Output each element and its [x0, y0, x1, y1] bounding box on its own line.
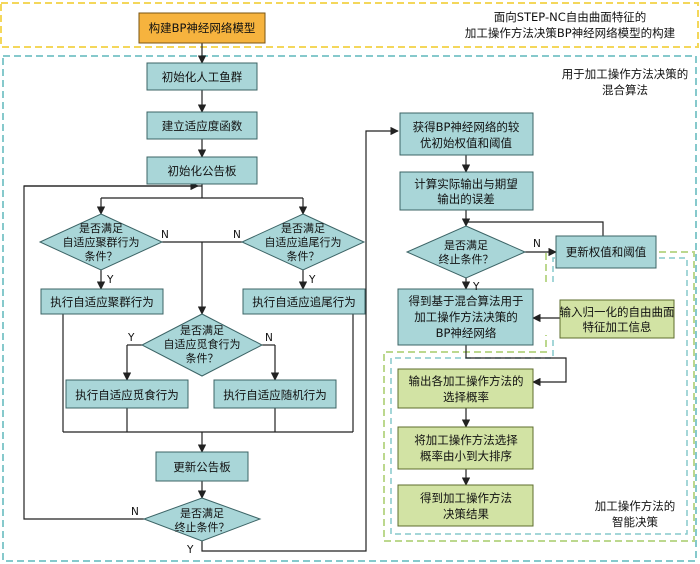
get-network-line-1: 得到基于混合算法用于	[409, 294, 524, 308]
right-stop-condition-diamond	[405, 225, 527, 279]
get-weights-line-2: 优初始权值和阈值	[420, 136, 512, 150]
result-line-1: 得到加工操作方法	[420, 491, 512, 505]
fitness-box	[146, 111, 258, 140]
swarm-condition-diamond	[38, 213, 164, 271]
follow-condition-line-2: 自适应追尾行为	[265, 235, 342, 249]
left-stop-condition-diamond	[142, 497, 262, 542]
swarm-no-label: N	[161, 229, 169, 241]
title-caption-line-2: 加工操作方法决策BP神经网络模型的构建	[465, 26, 676, 40]
right-stop-yes-label: Y	[472, 281, 480, 293]
hybrid-caption-line-2: 混合算法	[602, 83, 648, 97]
get-network-box	[397, 288, 534, 346]
follow-condition-line-3: 条件？	[287, 249, 320, 263]
sort-prob-line-2: 概率由小到大排序	[420, 449, 512, 463]
prey-no-label: N	[265, 332, 273, 344]
left-stop-yes-label: Y	[186, 544, 194, 556]
swarm-exec-label: 执行自适应聚群行为	[50, 295, 154, 309]
init-fish-label: 初始化人工鱼群	[162, 70, 243, 84]
follow-condition-line-1: 是否满足	[281, 222, 325, 235]
swarm-exec-box	[40, 288, 164, 315]
decision-caption-line-1: 加工操作方法的	[595, 499, 676, 513]
sort-prob-box	[397, 426, 534, 470]
result-box	[397, 484, 534, 527]
update-board-box	[155, 451, 249, 482]
prey-exec-label: 执行自适应觅食行为	[75, 388, 179, 402]
init-board-box	[146, 156, 258, 185]
random-exec-box	[213, 379, 337, 409]
result-line-2: 决策结果	[443, 507, 489, 521]
update-weights-label: 更新权值和阈值	[566, 245, 647, 259]
update-board-label: 更新公告板	[173, 460, 231, 474]
follow-condition-diamond	[240, 213, 366, 271]
output-prob-line-2: 选择概率	[443, 390, 489, 404]
swarm-condition-line-3: 条件？	[85, 249, 118, 263]
get-network-line-2: 加工操作方法决策的	[414, 310, 518, 324]
prey-condition-line-1: 是否满足	[180, 324, 224, 337]
calc-error-box	[399, 171, 534, 211]
sort-prob-line-1: 将加工操作方法选择	[414, 433, 518, 447]
get-weights-box	[399, 112, 534, 156]
right-stop-condition-line-1: 是否满足	[444, 239, 488, 252]
decision-caption-line-2: 智能决策	[612, 515, 658, 529]
follow-no-label: N	[233, 229, 241, 241]
swarm-condition-line-2: 自适应聚群行为	[63, 235, 140, 249]
prey-condition-line-3: 条件？	[186, 351, 219, 365]
get-weights-line-1: 获得BP神经网络的较	[413, 120, 520, 134]
calc-error-line-1: 计算实际输出与期望	[414, 177, 518, 191]
input-info-line-2: 特征加工信息	[583, 320, 652, 334]
init-fish-box	[146, 62, 258, 91]
get-network-line-3: BP神经网络	[436, 326, 497, 340]
follow-yes-label: Y	[308, 274, 316, 286]
follow-exec-label: 执行自适应追尾行为	[252, 295, 356, 309]
swarm-condition-line-1: 是否满足	[79, 222, 123, 235]
decision-region-frame	[383, 251, 695, 542]
input-info-line-1: 输入归一化的自由曲面	[560, 305, 675, 319]
title-region-frame	[0, 2, 699, 48]
random-exec-label: 执行自适应随机行为	[223, 388, 327, 402]
calc-error-line-2: 输出的误差	[437, 192, 495, 206]
output-prob-box	[397, 368, 534, 409]
right-stop-no-label: N	[533, 238, 541, 250]
prey-condition-diamond	[140, 313, 264, 377]
right-stop-condition-line-2: 终止条件？	[439, 252, 494, 266]
build-bp-network-label: 构建BP神经网络模型	[149, 21, 256, 35]
prey-yes-label: Y	[127, 332, 135, 344]
left-stop-condition-line-1: 是否满足	[180, 507, 224, 520]
prey-condition-line-2: 自适应觅食行为	[164, 337, 241, 351]
hybrid-caption-line-1: 用于加工操作方法决策的	[562, 67, 689, 81]
fitness-label: 建立适应度函数	[162, 119, 243, 133]
prey-exec-box	[65, 379, 189, 409]
input-info-box	[559, 299, 675, 339]
left-stop-no-label: N	[131, 506, 139, 518]
title-caption-line-1: 面向STEP-NC自由曲面特征的	[494, 10, 647, 24]
output-prob-line-1: 输出各加工操作方法的	[409, 374, 524, 388]
swarm-yes-label: Y	[106, 274, 114, 286]
left-stop-condition-line-2: 终止条件？	[175, 520, 230, 534]
hybrid-region-frame	[2, 55, 697, 562]
build-bp-network-box	[138, 12, 266, 44]
connectors	[23, 43, 604, 552]
follow-exec-box	[242, 288, 366, 315]
init-board-label: 初始化公告板	[168, 164, 237, 178]
update-weights-box	[555, 235, 657, 269]
